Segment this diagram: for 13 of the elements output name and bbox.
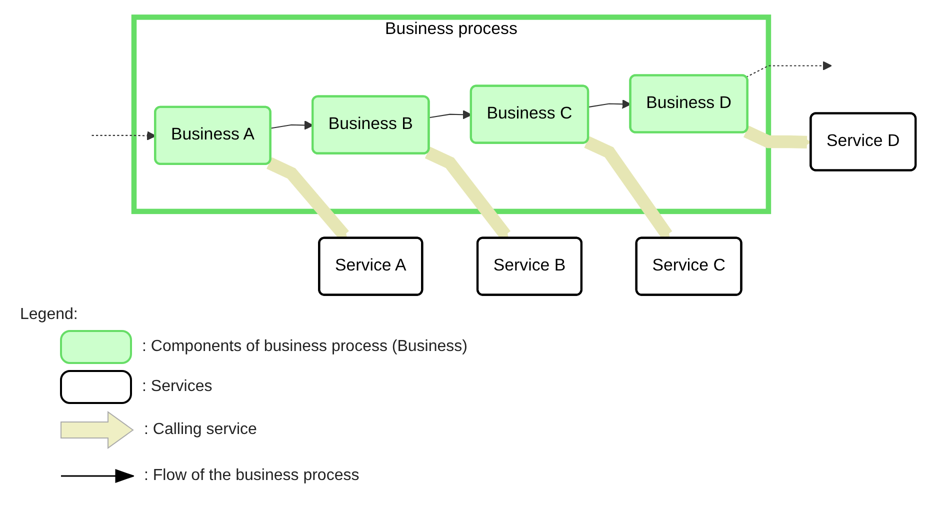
arrow xyxy=(92,131,156,140)
legend-heading: Legend: xyxy=(20,306,78,324)
legend-text: : Flow of the business process xyxy=(144,467,360,485)
arrow xyxy=(746,61,832,78)
legend-text: : Components of business process (Business) xyxy=(142,338,468,356)
arrow xyxy=(584,136,672,239)
legend-text: : Calling service xyxy=(144,421,257,439)
arrow xyxy=(743,126,812,148)
arrow xyxy=(424,146,510,239)
arrow xyxy=(429,110,472,120)
legend-text: : Services xyxy=(142,378,212,396)
arrow xyxy=(588,99,632,109)
arrow xyxy=(270,120,314,130)
